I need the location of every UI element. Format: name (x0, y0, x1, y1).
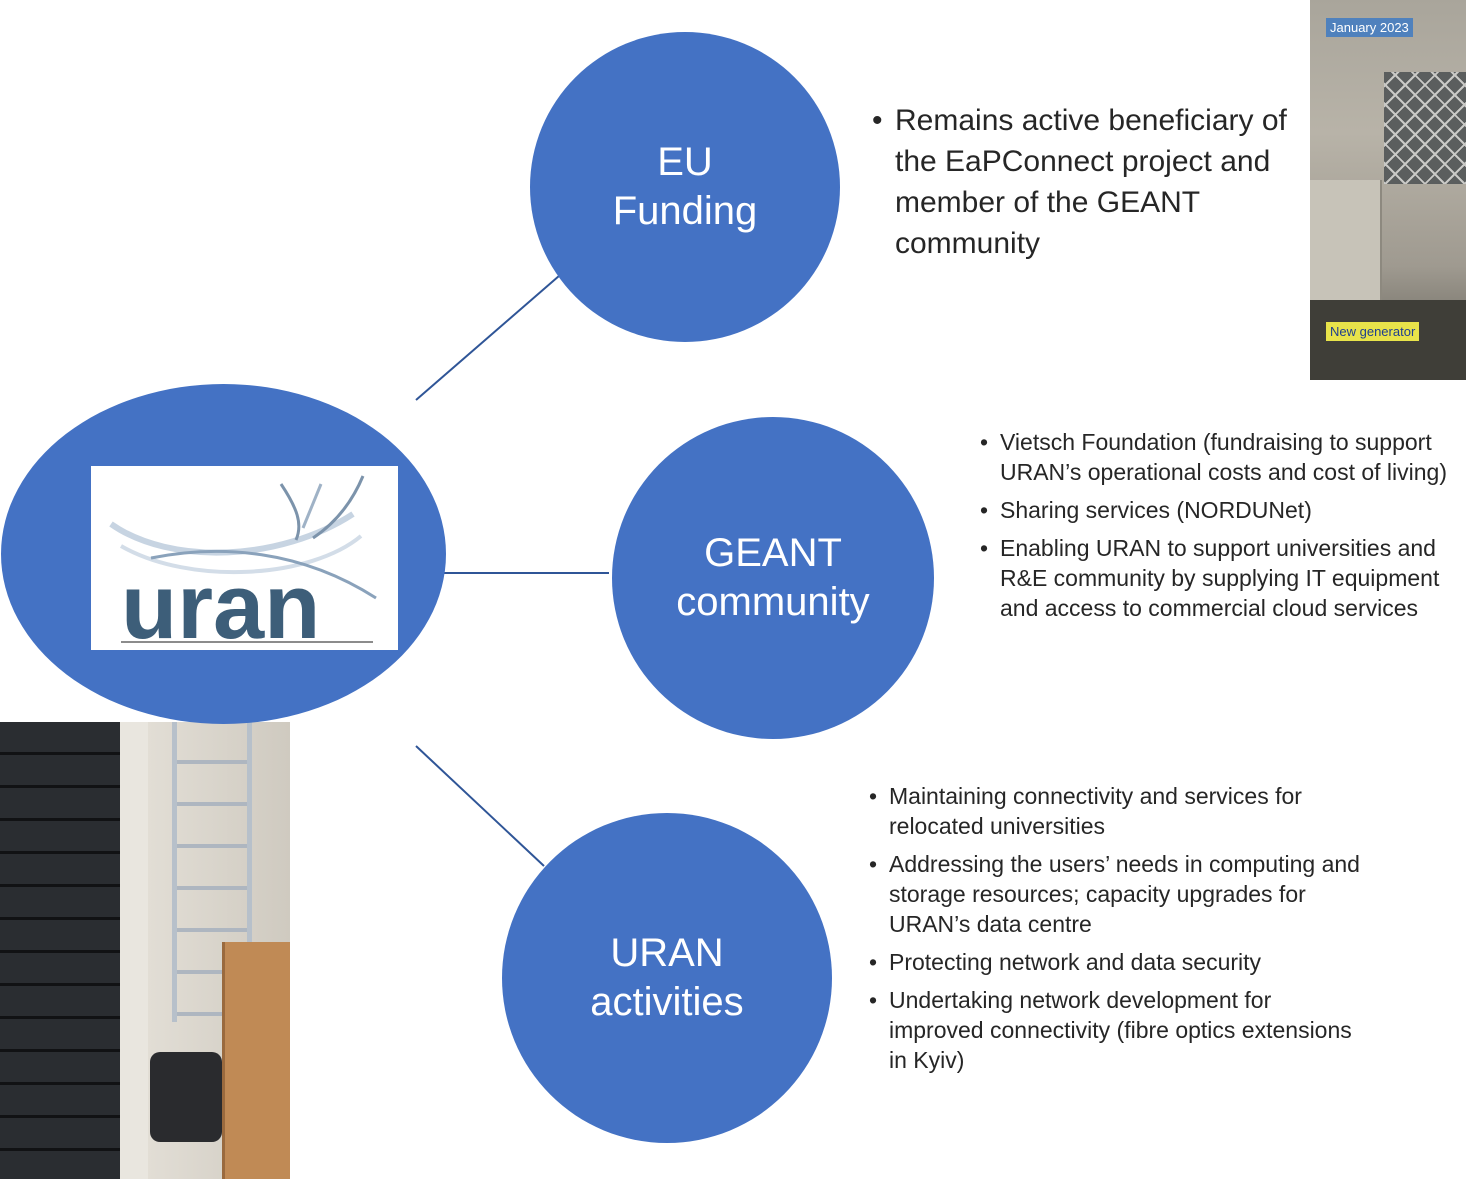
cardboard-box (222, 942, 290, 1179)
office-chair (150, 1052, 222, 1142)
node-uran-activities: URAN activities (502, 813, 832, 1143)
bullet-item: Protecting network and data security (869, 947, 1369, 977)
node-eu-funding-label: EU Funding (612, 140, 758, 233)
generator-photo: January 2023 New generator (1310, 0, 1466, 380)
photo-caption-tag: New generator (1326, 322, 1420, 341)
rack-post (120, 722, 148, 1179)
connector-to-eu-funding (415, 268, 568, 401)
bullet-item: Undertaking network development for impr… (869, 985, 1369, 1075)
uran-logo-graphic: uran (109, 475, 377, 650)
logo-wordmark: uran (121, 556, 320, 650)
bullet-item: Enabling URAN to support universities an… (980, 533, 1465, 623)
node-geant-community-label: GEANT community (676, 531, 870, 624)
bullet-item: Addressing the users’ needs in computing… (869, 849, 1369, 939)
bullet-item: Remains active beneficiary of the EaPCon… (872, 100, 1302, 264)
server-rack (0, 722, 120, 1179)
node-uran-activities-label: URAN activities (590, 931, 744, 1024)
geant-community-bullets: Vietsch Foundation (fundraising to suppo… (980, 427, 1465, 631)
logo-bird-swoosh (109, 511, 355, 556)
bullet-item: Maintaining connectivity and services fo… (869, 781, 1369, 841)
barred-window (1384, 72, 1466, 184)
server-room-photo (0, 722, 290, 1179)
uran-activities-bullets: Maintaining connectivity and services fo… (869, 781, 1369, 1083)
bullet-item: Sharing services (NORDUNet) (980, 495, 1465, 525)
connector-to-uran-activities (415, 745, 545, 867)
photo-date-tag: January 2023 (1326, 18, 1413, 37)
node-geant-community: GEANT community (612, 417, 934, 739)
eu-funding-bullets: Remains active beneficiary of the EaPCon… (872, 100, 1302, 264)
bullet-item: Vietsch Foundation (fundraising to suppo… (980, 427, 1465, 487)
node-eu-funding: EU Funding (530, 32, 840, 342)
generator-unit (1310, 180, 1382, 310)
uran-logo: uran (91, 466, 398, 650)
